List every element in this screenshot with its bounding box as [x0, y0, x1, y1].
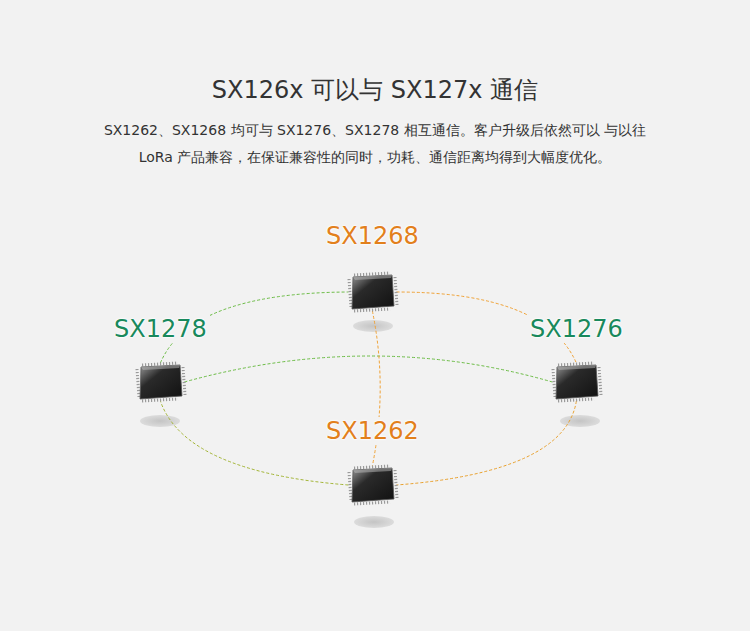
chip-pins: [142, 363, 178, 365]
chip-node: SX1276: [527, 315, 626, 405]
chip-body: [140, 365, 182, 399]
chip-pins: [354, 309, 390, 311]
chip-node: SX1268: [323, 222, 422, 315]
chip-highlight: [557, 365, 596, 370]
chip-shadow: [353, 320, 393, 332]
chip-node: SX1278: [111, 315, 210, 405]
chip-node: SX1262: [323, 417, 422, 508]
chip-pins: [553, 369, 555, 397]
chip-icon: [132, 359, 188, 405]
chip-pins: [395, 277, 397, 305]
chip-body: [352, 275, 394, 309]
chip-body: [352, 468, 394, 502]
chip-pins: [183, 367, 185, 395]
chip-pins: [354, 273, 390, 275]
chip-pins: [599, 367, 601, 395]
chip-highlight: [353, 468, 392, 473]
chip-highlight: [353, 275, 392, 280]
chip-shadow: [560, 415, 600, 427]
dashed-link: [160, 401, 348, 485]
chip-label: SX1276: [527, 315, 626, 343]
chip-shadow: [140, 415, 180, 427]
chip-body: [556, 365, 598, 399]
chip-pins: [142, 399, 178, 401]
chip-label: SX1262: [323, 417, 422, 445]
caption: SX1262、SX1268 均可与 SX1276、SX1278 相互通信。客户升…: [95, 117, 655, 171]
chip-pins: [395, 470, 397, 498]
chip-pins: [349, 279, 351, 307]
chip-highlight: [141, 365, 180, 370]
dashed-link: [184, 356, 552, 382]
chip-pins: [558, 399, 594, 401]
chip-icon: [548, 359, 604, 405]
chip-shadow: [354, 516, 394, 528]
chip-icon: [344, 269, 400, 315]
chip-label: SX1268: [323, 222, 422, 250]
chip-pins: [349, 472, 351, 500]
chip-pins: [137, 369, 139, 397]
chip-pins: [354, 502, 390, 504]
chip-pins: [354, 466, 390, 468]
chip-pins: [558, 363, 594, 365]
dashed-link: [396, 401, 576, 485]
chip-icon: [344, 462, 400, 508]
chip-label: SX1278: [111, 315, 210, 343]
title: SX126x 可以与 SX127x 通信: [0, 74, 750, 106]
